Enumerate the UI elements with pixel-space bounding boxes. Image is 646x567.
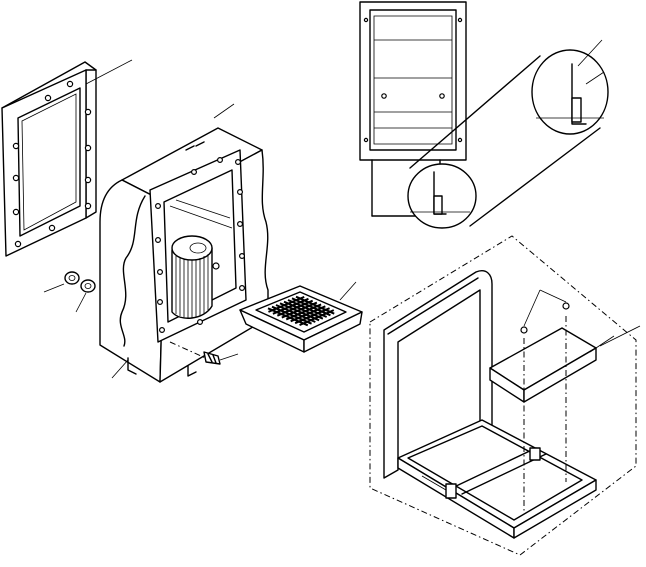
fastener-pins [520, 289, 641, 512]
mesh-line [299, 309, 335, 327]
mesh-line [272, 297, 309, 315]
cover-gasket-frame [1, 59, 133, 257]
mesh-line [268, 295, 305, 313]
nut-washer [43, 271, 96, 313]
mesh-line [294, 307, 330, 325]
mesh-line [281, 301, 318, 319]
mesh-line [290, 305, 326, 323]
mesh-tray [239, 281, 363, 353]
support-bar [489, 327, 615, 403]
mesh-line [279, 302, 320, 322]
mesh-line [287, 299, 328, 318]
mesh-line [283, 300, 324, 320]
filter-element [171, 235, 220, 319]
mesh-line [275, 304, 316, 323]
frame-assembly [369, 235, 637, 556]
mesh-line [295, 295, 335, 315]
tray-mesh-grid [267, 295, 335, 327]
mesh-line [285, 303, 322, 321]
mesh-line [291, 297, 331, 317]
mesh-line [267, 307, 309, 327]
mesh-line [276, 299, 314, 317]
mesh-line [271, 305, 312, 325]
drain-fitting [111, 341, 239, 379]
magnified-detail [407, 39, 609, 229]
